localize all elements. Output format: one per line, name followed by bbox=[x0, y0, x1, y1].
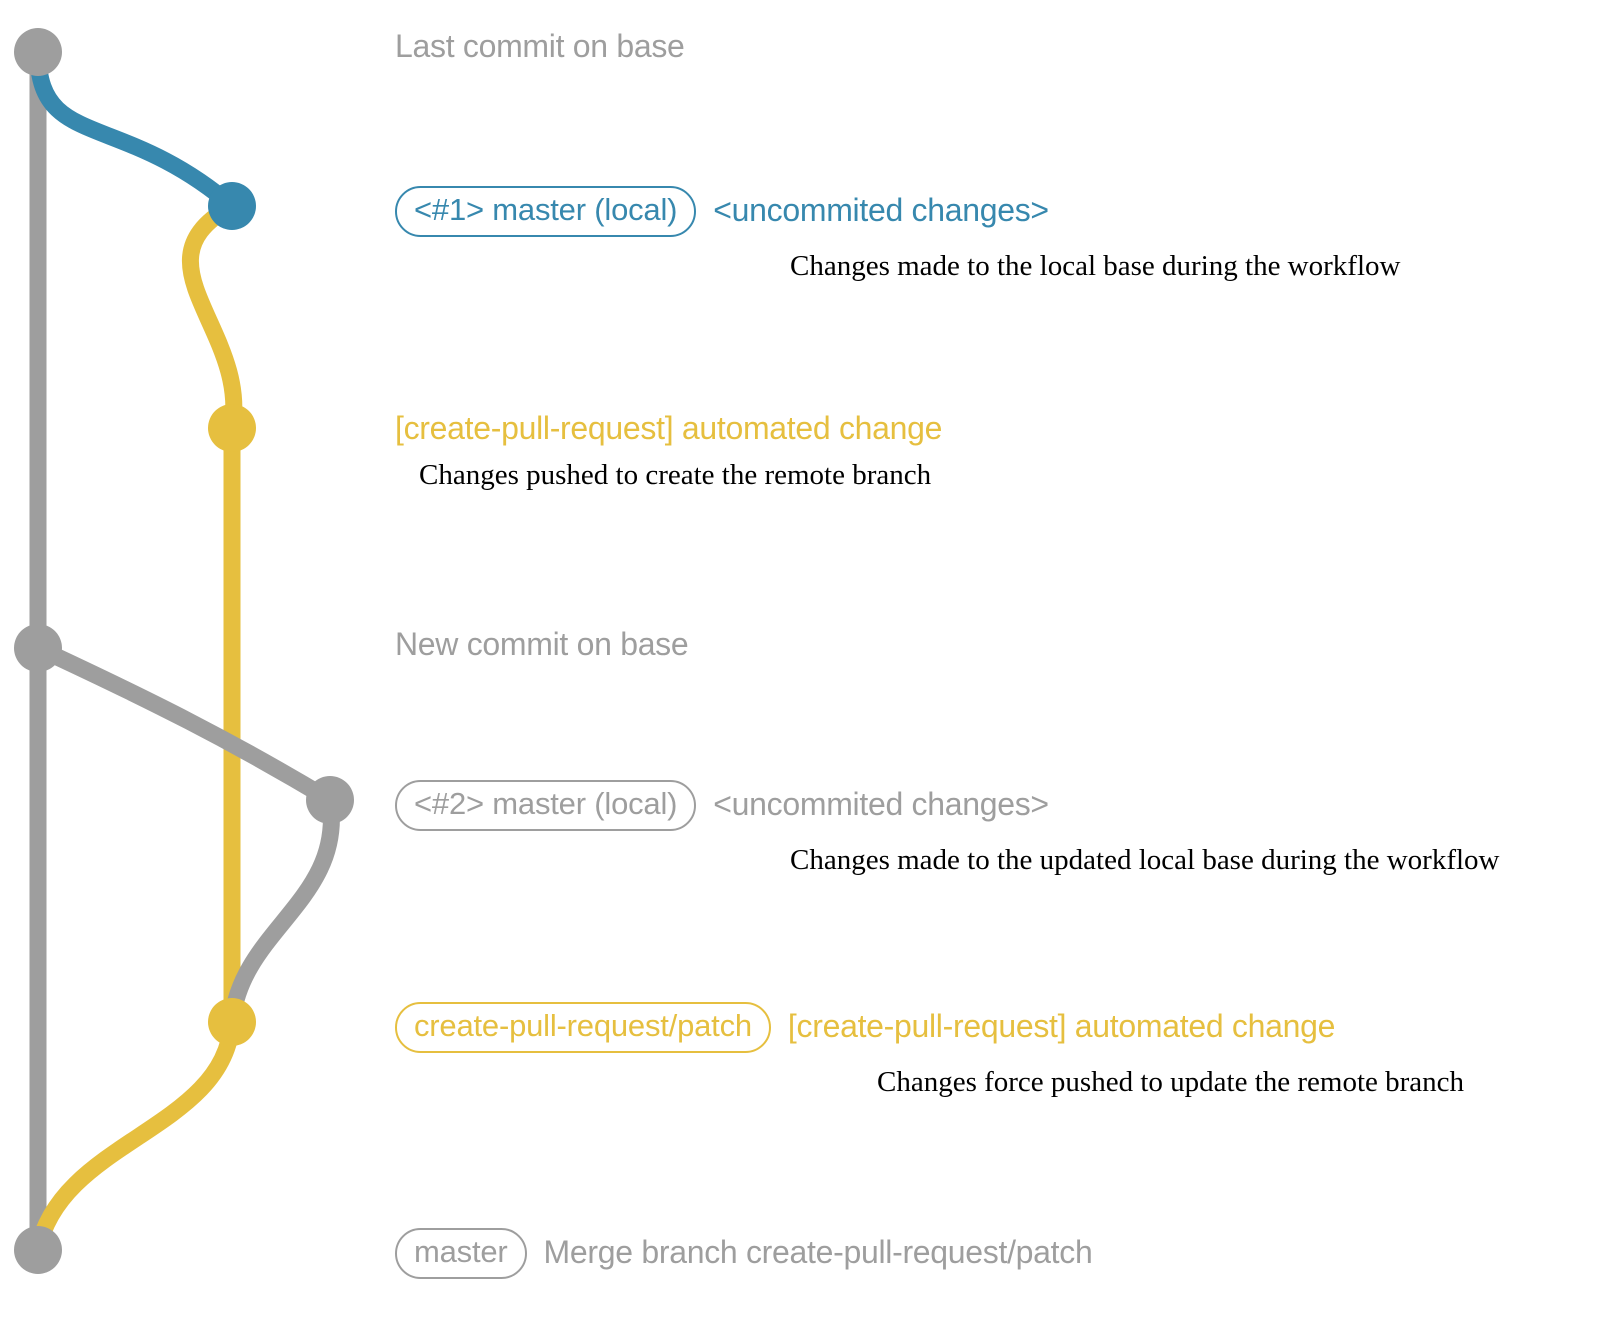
commit-message-last-commit-on-base: Last commit on base bbox=[395, 28, 685, 64]
node-last-commit-on-base[interactable] bbox=[14, 28, 62, 76]
commit-message-merge-commit: Merge branch create-pull-request/patch bbox=[543, 1234, 1093, 1271]
branch-badge-create-pull-request-patch[interactable]: create-pull-request/patch bbox=[395, 1002, 771, 1053]
row-head: [create-pull-request] automated change bbox=[395, 410, 943, 446]
branch-badge-master-local-2[interactable]: <#2> master (local) bbox=[395, 780, 697, 831]
node-master-local-1[interactable] bbox=[208, 182, 256, 230]
commit-message-master-local-1: <uncommited changes> bbox=[713, 192, 1049, 229]
row-head: <#1> master (local) <uncommited changes> bbox=[395, 186, 1400, 237]
edge-local2-to-patch2 bbox=[223, 791, 340, 1031]
description-automated-change-2: Changes force pushed to update the remot… bbox=[877, 1065, 1465, 1098]
row-head: <#2> master (local) <uncommited changes> bbox=[395, 780, 1500, 831]
node-merge-commit[interactable] bbox=[14, 1226, 62, 1274]
row-automated-change-2: create-pull-request/patch [create-pull-r… bbox=[395, 1002, 1464, 1097]
git-graph bbox=[14, 28, 354, 1274]
row-head: create-pull-request/patch [create-pull-r… bbox=[395, 1002, 1464, 1053]
node-master-local-2[interactable] bbox=[306, 776, 354, 824]
node-automated-change-2[interactable] bbox=[208, 998, 256, 1046]
node-new-commit-on-base[interactable] bbox=[14, 624, 62, 672]
row-new-commit-on-base: New commit on base bbox=[395, 626, 689, 662]
edge-patch2-to-merge bbox=[29, 1013, 241, 1259]
row-head: master Merge branch create-pull-request/… bbox=[395, 1228, 1093, 1279]
description-automated-change-1: Changes pushed to create the remote bran… bbox=[419, 458, 932, 491]
edge-basenew-to-local2 bbox=[29, 639, 339, 809]
commit-message-automated-change-2: [create-pull-request] automated change bbox=[787, 1008, 1336, 1045]
branch-badge-master[interactable]: master bbox=[395, 1228, 527, 1279]
row-head: Last commit on base bbox=[395, 28, 685, 64]
edge-base-to-local1 bbox=[29, 43, 241, 215]
row-head: New commit on base bbox=[395, 626, 689, 662]
commit-message-new-commit-on-base: New commit on base bbox=[395, 626, 689, 662]
description-master-local-2: Changes made to the updated local base d… bbox=[790, 843, 1500, 876]
row-master-local-1: <#1> master (local) <uncommited changes>… bbox=[395, 186, 1400, 281]
row-master-local-2: <#2> master (local) <uncommited changes>… bbox=[395, 780, 1500, 875]
commit-message-automated-change-1: [create-pull-request] automated change bbox=[395, 410, 943, 446]
description-master-local-1: Changes made to the local base during th… bbox=[790, 249, 1401, 282]
commit-message-master-local-2: <uncommited changes> bbox=[713, 786, 1049, 823]
row-automated-change-1: [create-pull-request] automated change C… bbox=[395, 410, 943, 491]
node-automated-change-1[interactable] bbox=[208, 404, 256, 452]
row-merge-commit: master Merge branch create-pull-request/… bbox=[395, 1228, 1093, 1279]
branch-badge-master-local-1[interactable]: <#1> master (local) bbox=[395, 186, 697, 237]
edge-local1-to-patch1 bbox=[181, 197, 243, 437]
row-last-commit-on-base: Last commit on base bbox=[395, 28, 685, 64]
